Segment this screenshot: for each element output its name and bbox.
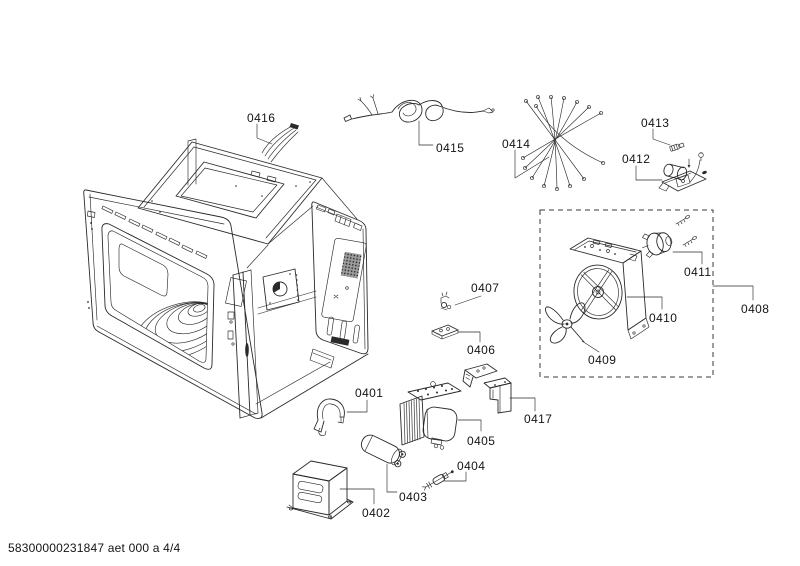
part-0403-capacitor bbox=[360, 434, 406, 468]
callout-leader-lines bbox=[256, 120, 754, 505]
fan-assembly-group-0408 bbox=[539, 209, 714, 378]
callout-0403: 0403 bbox=[399, 490, 427, 504]
callout-0404: 0404 bbox=[457, 459, 485, 473]
callout-0401: 0401 bbox=[355, 386, 383, 400]
callout-0413: 0413 bbox=[641, 116, 669, 130]
callout-0416: 0416 bbox=[247, 111, 275, 125]
callout-0405: 0405 bbox=[467, 434, 495, 448]
panel-perforation bbox=[321, 237, 367, 323]
cavity-right-wall bbox=[225, 177, 369, 419]
part-0402-transformer bbox=[286, 460, 354, 520]
oven-cavity-assembly bbox=[83, 138, 369, 419]
cavity-interior bbox=[118, 243, 208, 360]
part-0415-cable-harness bbox=[343, 94, 495, 123]
callout-0407: 0407 bbox=[471, 281, 499, 295]
callout-0417: 0417 bbox=[524, 412, 552, 426]
part-0401-clamp bbox=[313, 398, 345, 436]
part-0405-magnetron bbox=[399, 381, 462, 450]
front-frame bbox=[83, 189, 263, 419]
part-0413-fuse bbox=[669, 142, 685, 152]
part-0406-mounting-plate bbox=[431, 324, 459, 340]
part-0409-fan-blade bbox=[545, 302, 586, 344]
document-number: 58300000231847 aet 000 a 4/4 bbox=[8, 541, 181, 555]
vent-slots bbox=[101, 205, 208, 259]
part-0407-lamp-holder bbox=[440, 291, 452, 311]
part-0410-fan-housing bbox=[569, 237, 650, 340]
right-side-panel bbox=[309, 201, 369, 369]
turntable bbox=[135, 301, 208, 360]
callout-0408: 0408 bbox=[741, 302, 769, 316]
callout-0412: 0412 bbox=[622, 152, 650, 166]
part-0414-wire-set bbox=[521, 95, 605, 191]
part-0417-bracket bbox=[462, 363, 512, 414]
callout-0410: 0410 bbox=[649, 311, 677, 325]
callout-0409: 0409 bbox=[588, 353, 616, 367]
callout-0406: 0406 bbox=[467, 343, 495, 357]
part-0416-wire-set bbox=[261, 123, 299, 163]
part-0411-fan-motor bbox=[642, 215, 697, 258]
top-panel bbox=[137, 138, 323, 245]
part-0404-fuse bbox=[421, 470, 454, 491]
callout-0415: 0415 bbox=[436, 141, 464, 155]
callout-0402: 0402 bbox=[362, 506, 390, 520]
part-0412-motor-assembly bbox=[658, 152, 707, 192]
side-perforation bbox=[225, 277, 247, 307]
callout-0411: 0411 bbox=[684, 265, 711, 279]
callout-labels: 0401 0402 0403 0404 0405 0406 0407 0408 … bbox=[247, 111, 769, 520]
callout-0414: 0414 bbox=[502, 137, 530, 151]
